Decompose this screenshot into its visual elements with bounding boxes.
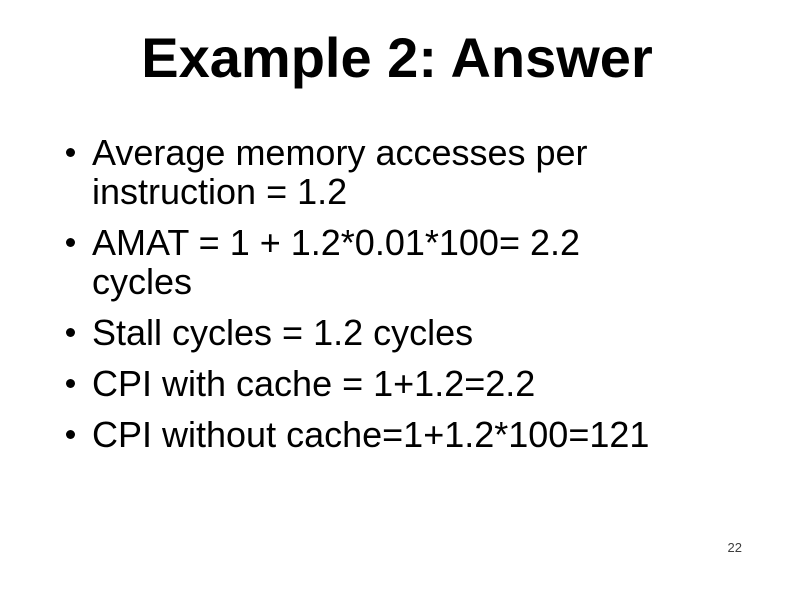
list-item: Average memory accesses per instruction …	[66, 133, 754, 211]
bullet-text: CPI with cache = 1+1.2=2.2	[92, 363, 536, 404]
bullet-list: Average memory accesses per instruction …	[0, 133, 794, 454]
list-item: CPI without cache=1+1.2*100=121	[66, 415, 754, 454]
slide-title: Example 2: Answer	[141, 26, 653, 89]
list-item: Stall cycles = 1.2 cycles	[66, 313, 754, 352]
bullet-icon	[66, 379, 75, 388]
bullet-text: Stall cycles = 1.2 cycles	[92, 312, 474, 353]
bullet-icon	[66, 148, 75, 157]
bullet-icon	[66, 430, 75, 439]
bullet-text: AMAT = 1 + 1.2*0.01*100= 2.2 cycles	[92, 222, 581, 302]
bullet-icon	[66, 238, 75, 247]
bullet-text: Average memory accesses per instruction …	[92, 132, 588, 212]
page-number: 22	[727, 540, 742, 555]
list-item: CPI with cache = 1+1.2=2.2	[66, 364, 754, 403]
bullet-icon	[66, 328, 75, 337]
bullet-text: CPI without cache=1+1.2*100=121	[92, 414, 650, 455]
list-item: AMAT = 1 + 1.2*0.01*100= 2.2 cycles	[66, 223, 754, 301]
